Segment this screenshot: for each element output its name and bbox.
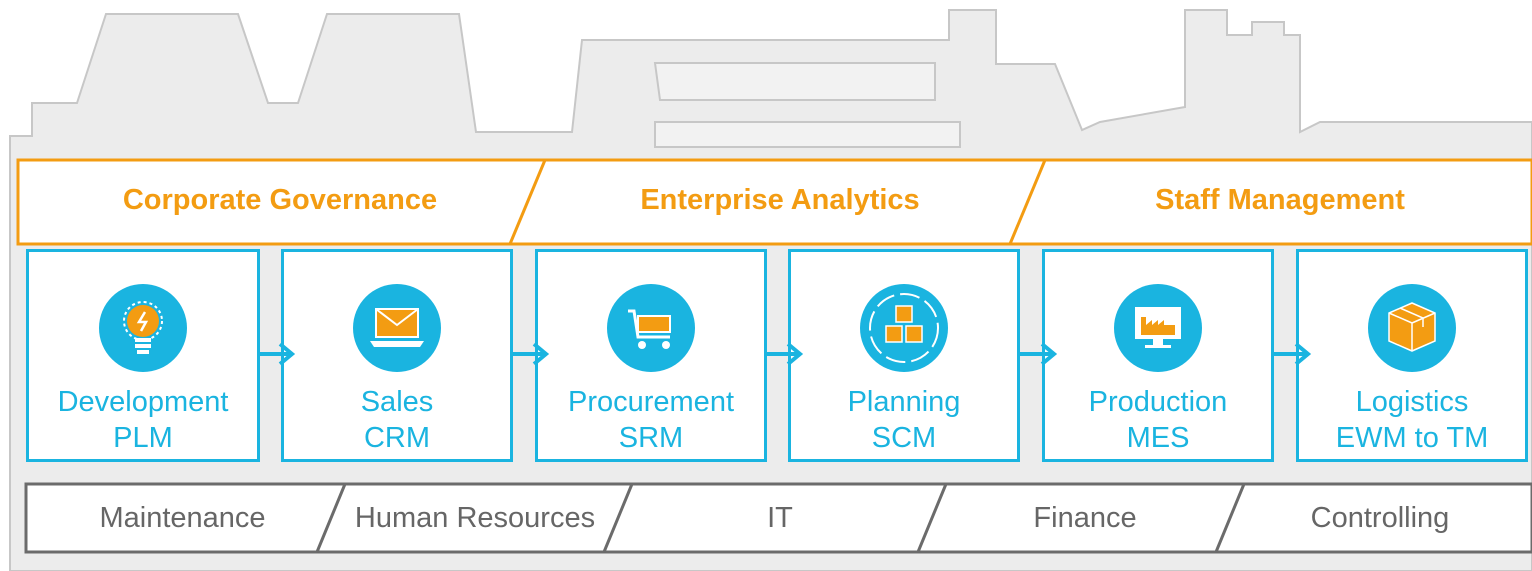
package-box-icon bbox=[1368, 284, 1456, 372]
process-name: Procurement bbox=[567, 386, 734, 418]
process-system: SRM bbox=[618, 422, 684, 454]
process-production: Production MES bbox=[1042, 249, 1274, 462]
support-band bbox=[24, 482, 1532, 554]
lightbulb-icon bbox=[99, 284, 187, 372]
process-name: Production bbox=[1088, 386, 1228, 418]
support-label-controlling: Controlling bbox=[1310, 502, 1450, 534]
process-system: MES bbox=[1126, 422, 1190, 454]
process-system: PLM bbox=[113, 422, 173, 454]
flow-arrow bbox=[513, 342, 550, 366]
process-logistics: Logistics EWM to TM bbox=[1296, 249, 1528, 462]
process-system: EWM to TM bbox=[1335, 422, 1489, 454]
flow-arrow bbox=[260, 342, 296, 366]
process-system: CRM bbox=[363, 422, 431, 454]
flow-arrow bbox=[767, 342, 804, 366]
governance-label-corporate-governance: Corporate Governance bbox=[122, 184, 438, 216]
support-label-finance: Finance bbox=[1033, 502, 1137, 534]
process-development: Development PLM bbox=[26, 249, 260, 462]
process-planning: Planning SCM bbox=[788, 249, 1020, 462]
process-name: Development bbox=[57, 386, 229, 418]
pipe-detail bbox=[653, 62, 961, 148]
governance-band bbox=[16, 158, 1532, 246]
shopping-cart-icon bbox=[607, 284, 695, 372]
governance-divider bbox=[508, 159, 547, 245]
process-procurement: Procurement SRM bbox=[535, 249, 767, 462]
support-divider bbox=[602, 483, 634, 553]
governance-divider bbox=[1008, 159, 1047, 245]
governance-label-enterprise-analytics: Enterprise Analytics bbox=[640, 184, 920, 216]
process-name: Sales bbox=[360, 386, 434, 418]
flow-arrow bbox=[1274, 342, 1312, 366]
support-label-human-resources: Human Resources bbox=[354, 502, 596, 534]
support-divider bbox=[1214, 483, 1246, 553]
process-sales: Sales CRM bbox=[281, 249, 513, 462]
flow-arrow bbox=[1020, 342, 1058, 366]
support-label-it: IT bbox=[767, 502, 793, 534]
support-divider bbox=[916, 483, 948, 553]
support-divider bbox=[315, 483, 347, 553]
factory-monitor-icon bbox=[1114, 284, 1202, 372]
laptop-mail-icon bbox=[353, 284, 441, 372]
governance-label-staff-management: Staff Management bbox=[1155, 184, 1405, 216]
flow-arrows bbox=[260, 342, 1312, 366]
process-name: Planning bbox=[847, 386, 961, 418]
process-system: SCM bbox=[871, 422, 937, 454]
boxes-cycle-icon bbox=[860, 284, 948, 372]
process-name: Logistics bbox=[1355, 386, 1469, 418]
support-label-maintenance: Maintenance bbox=[99, 502, 266, 534]
